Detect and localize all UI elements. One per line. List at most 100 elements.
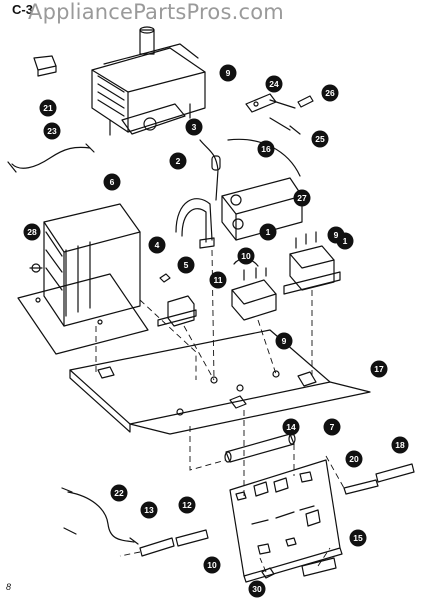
callout-label: 12 xyxy=(182,500,192,510)
callout-bubble xyxy=(257,140,275,158)
callout-label: 28 xyxy=(27,227,37,237)
callout-14: 14 xyxy=(282,418,300,436)
callout-bubble xyxy=(185,118,203,136)
part-9-relay xyxy=(283,231,341,295)
callout-2: 2 xyxy=(169,152,187,170)
callout-bubble xyxy=(248,580,266,598)
callout-label: 3 xyxy=(192,122,197,132)
callout-3: 3 xyxy=(185,118,203,136)
callout-5: 5 xyxy=(177,256,195,274)
callout-18: 18 xyxy=(391,436,409,454)
callout-6: 6 xyxy=(103,173,121,191)
callout-bubble xyxy=(327,226,345,244)
callout-bubble xyxy=(321,84,339,102)
callout-group: 1123456799910101112131415161718202122232… xyxy=(23,64,409,598)
callout-label: 2 xyxy=(176,156,181,166)
callout-bubble xyxy=(275,332,293,350)
callout-28: 28 xyxy=(23,223,41,241)
page-code: C-3 xyxy=(12,2,33,17)
callout-10: 10 xyxy=(237,247,255,265)
part-13-fuse xyxy=(139,537,175,557)
part-16-connector xyxy=(301,557,337,577)
callout-bubble xyxy=(259,223,277,241)
callout-label: 9 xyxy=(334,230,339,240)
callout-17: 17 xyxy=(370,360,388,378)
callout-9-3: 9 xyxy=(275,332,293,350)
callout-label: 27 xyxy=(297,193,307,203)
part-27-capacitor xyxy=(221,177,303,241)
callout-label: 15 xyxy=(353,533,363,543)
callout-label: 26 xyxy=(325,88,335,98)
watermark: AppliancePartsPros.com xyxy=(28,0,284,24)
assembly-lines xyxy=(95,249,345,573)
callout-bubble xyxy=(110,484,128,502)
part-30-screw xyxy=(261,567,275,579)
callout-label: 9 xyxy=(282,336,287,346)
callout-label: 25 xyxy=(315,134,325,144)
callout-bubble xyxy=(293,189,311,207)
part-21-connector xyxy=(33,55,57,77)
page-number: 8 xyxy=(6,582,12,592)
callout-label: 13 xyxy=(144,505,154,515)
part-7-control-board xyxy=(229,459,343,583)
callout-label: 17 xyxy=(374,364,384,374)
part-19-fuse xyxy=(375,463,415,483)
callout-label: 10 xyxy=(241,251,251,261)
callout-26: 26 xyxy=(321,84,339,102)
callout-label: 23 xyxy=(47,126,57,136)
callout-bubble xyxy=(43,122,61,140)
callout-label: 30 xyxy=(252,584,262,594)
callout-label: 1 xyxy=(266,227,271,237)
callout-bubble xyxy=(311,130,329,148)
part-2-bracket xyxy=(175,198,215,249)
part-12-fuse xyxy=(175,529,209,547)
callout-label: 21 xyxy=(43,103,53,113)
callout-23: 23 xyxy=(43,122,61,140)
callout-bubble xyxy=(349,529,367,547)
part-5-switch xyxy=(157,295,197,327)
callout-label: 9 xyxy=(226,68,231,78)
callout-15: 15 xyxy=(349,529,367,547)
callout-bubble xyxy=(219,64,237,82)
callout-11: 11 xyxy=(209,271,227,289)
callout-label: 5 xyxy=(184,260,189,270)
callout-label: 18 xyxy=(395,440,405,450)
part-11-switch xyxy=(231,258,277,321)
callout-bubble xyxy=(237,247,255,265)
callout-label: 4 xyxy=(155,240,160,250)
part-25-diode xyxy=(269,117,301,135)
callout-bubble xyxy=(209,271,227,289)
callout-24: 24 xyxy=(265,75,283,93)
callout-4: 4 xyxy=(148,236,166,254)
callout-bubble xyxy=(39,99,57,117)
callout-bubble xyxy=(391,436,409,454)
part-29-screw xyxy=(29,263,43,273)
callout-bubble xyxy=(203,556,221,574)
callout-20: 20 xyxy=(345,450,363,468)
callout-bubble xyxy=(370,360,388,378)
part-17-base-plate xyxy=(69,329,371,435)
callout-16: 16 xyxy=(257,140,275,158)
callout-label: 7 xyxy=(330,422,335,432)
callout-label: 20 xyxy=(349,454,359,464)
callout-bubble xyxy=(140,501,158,519)
callout-label: 10 xyxy=(207,560,217,570)
callout-bubble xyxy=(345,450,363,468)
part-23-wire xyxy=(7,143,95,173)
part-3-wire xyxy=(199,139,221,201)
callout-label: 24 xyxy=(269,79,279,89)
callout-bubble xyxy=(178,496,196,514)
part-22-harness xyxy=(61,487,139,545)
callout-label: 6 xyxy=(110,177,115,187)
callout-label: 22 xyxy=(114,488,124,498)
callout-bubble xyxy=(177,256,195,274)
part-6-transformer xyxy=(17,203,149,355)
callout-bubble xyxy=(23,223,41,241)
callout-10-2: 10 xyxy=(203,556,221,574)
callout-bubble xyxy=(282,418,300,436)
callout-bubble xyxy=(323,418,341,436)
part-24-bracket xyxy=(245,93,296,113)
callout-30: 30 xyxy=(248,580,266,598)
